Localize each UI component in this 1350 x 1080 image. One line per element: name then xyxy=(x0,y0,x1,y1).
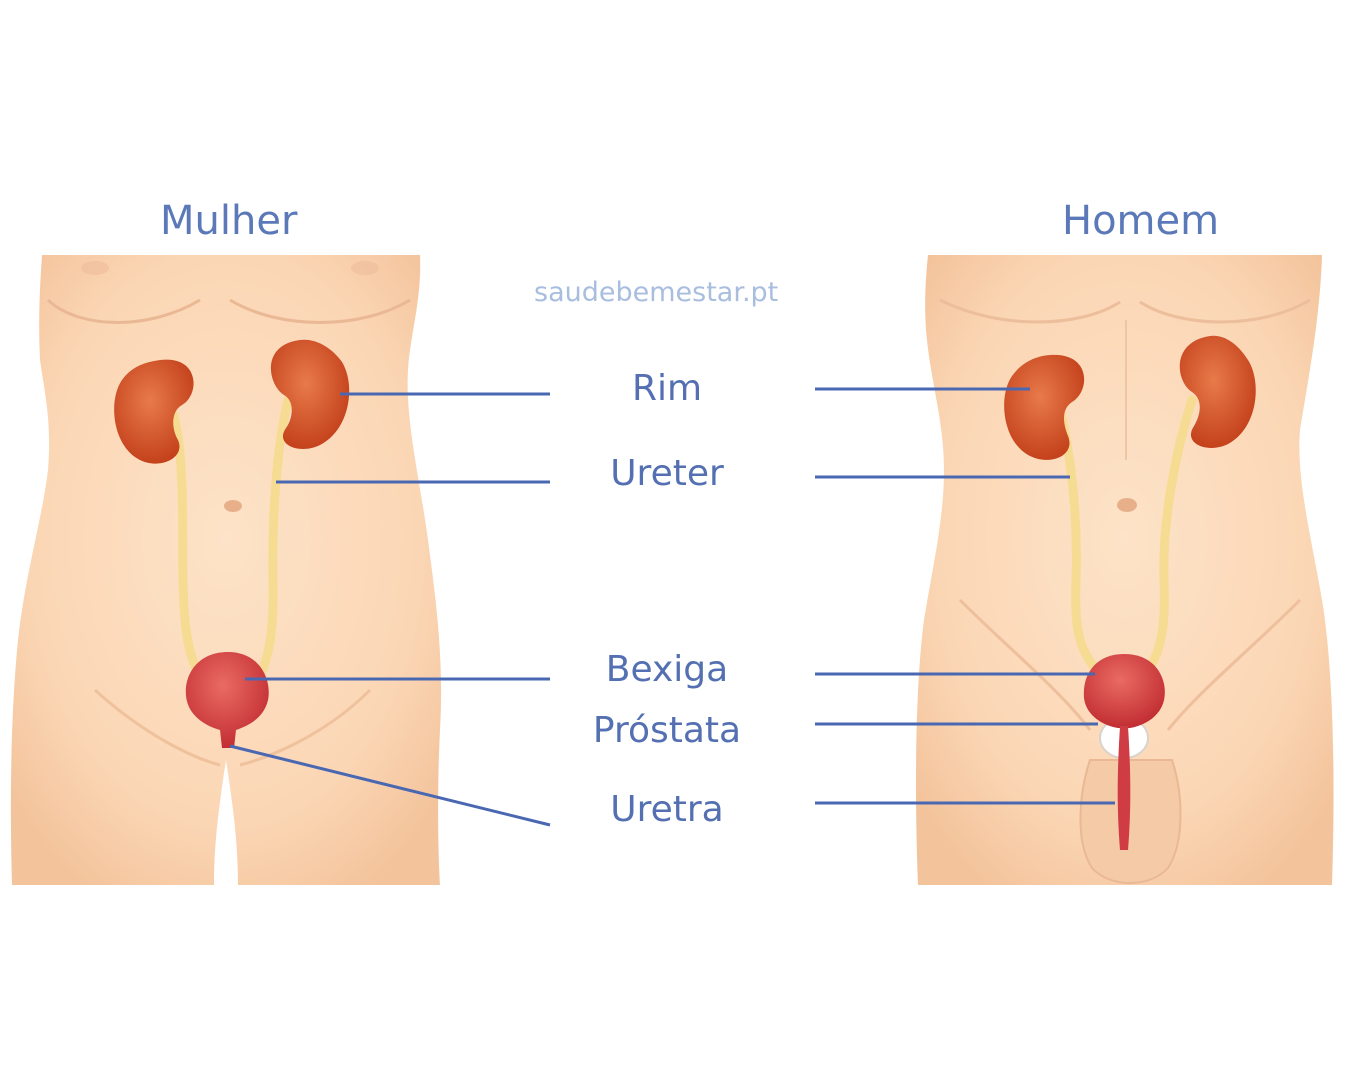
female-ureter-left xyxy=(167,405,210,690)
female-bladder xyxy=(185,652,269,748)
label-urethra: Uretra xyxy=(610,789,724,830)
watermark: saudebemestar.pt xyxy=(534,277,779,308)
female-ureter-right xyxy=(250,395,293,690)
male-ureter-right xyxy=(1145,395,1197,673)
male-figure xyxy=(916,255,1334,885)
male-genital-outline xyxy=(1079,759,1182,884)
male-kidney-left xyxy=(1004,354,1085,460)
male-title: Homem xyxy=(1062,198,1220,244)
label-bladder: Bexiga xyxy=(605,649,729,690)
leader-line-female-urethra xyxy=(229,744,551,827)
label-ureter: Ureter xyxy=(610,453,724,494)
female-torso xyxy=(10,255,442,885)
label-prostate: Próstata xyxy=(592,710,742,751)
male-ureter-left xyxy=(1055,405,1100,673)
male-urethra xyxy=(1117,726,1131,850)
female-kidney-right xyxy=(270,339,350,449)
female-title: Mulher xyxy=(160,198,298,244)
female-navel xyxy=(224,500,242,512)
leader-lines xyxy=(229,387,1115,827)
label-kidney: Rim xyxy=(631,368,703,409)
female-figure xyxy=(10,255,442,885)
male-kidney-right xyxy=(1179,335,1256,448)
male-bladder xyxy=(1083,654,1165,728)
female-kidney-left xyxy=(114,359,194,464)
male-navel xyxy=(1117,498,1137,512)
